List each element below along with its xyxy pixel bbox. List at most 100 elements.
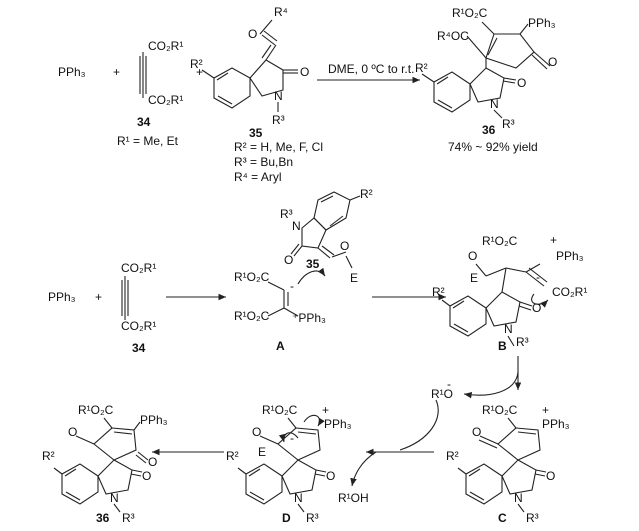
- spiro-product-36-final: R¹O₂C PPh₃ O O O R² N R³: [42, 403, 168, 525]
- r3-label: R³: [306, 511, 319, 525]
- r2-definition: R² = H, Me, F, Cl: [234, 140, 323, 154]
- alkyne-34-mechanism: CO₂R¹ CO₂R¹: [121, 261, 156, 333]
- ester-label: R¹O₂C: [482, 234, 518, 248]
- ester-label: R¹O₂C: [452, 6, 488, 20]
- alkoxide-label: R¹O: [431, 387, 453, 401]
- ester-label: CO₂R¹: [121, 319, 156, 333]
- ester-label: R¹O₂C: [482, 403, 518, 417]
- r2-label: R²: [360, 187, 373, 201]
- electron-flow-arrow: [303, 414, 325, 427]
- charge-minus: -: [290, 431, 294, 445]
- intermediate-label: C: [498, 511, 507, 525]
- plus-sign: +: [113, 65, 120, 79]
- r3-label: R³: [516, 335, 529, 349]
- pph3-label: PPh₃: [542, 417, 570, 431]
- yield-text: 74% ~ 92% yield: [448, 140, 538, 154]
- compound-number: 35: [306, 257, 320, 271]
- zwitterion-A: R¹O₂C - R¹O₂C ⁺PPh₃: [234, 270, 326, 325]
- ester-label: CO₂R¹: [148, 93, 183, 107]
- r3-label: R³: [272, 113, 285, 127]
- r4-label: R⁴: [274, 5, 288, 19]
- ester-label: R¹O₂C: [234, 309, 270, 323]
- oxygen-label: O: [548, 55, 557, 69]
- nitrogen-label: N: [514, 491, 523, 505]
- r2-label: R²: [42, 449, 55, 463]
- r2-label: R²: [226, 449, 239, 463]
- pph3-label: PPh₃: [556, 249, 584, 263]
- leaving-group-arrow: [463, 371, 519, 399]
- nitrogen-label: N: [274, 89, 283, 103]
- r3-label: R³: [122, 511, 135, 525]
- nitrogen-label: N: [292, 219, 301, 233]
- isatylidene-35-mechanism: R³ N O R² O E: [280, 187, 373, 285]
- adduct-B: R¹O₂C + PPh₃ O E - CO₂R¹ O R² N R³: [432, 233, 587, 349]
- intermediate-label: A: [276, 339, 285, 353]
- oxygen-label: O: [300, 65, 309, 79]
- intermediate-label: B: [498, 339, 507, 353]
- e-label: E: [258, 445, 266, 459]
- oxygen-label: O: [468, 249, 477, 263]
- ester-label: R¹O₂C: [262, 403, 298, 417]
- r1-definition: R¹ = Me, Et: [117, 134, 179, 148]
- protonation-arrow: [350, 451, 377, 487]
- pph3-label: PPh₃: [140, 413, 168, 427]
- ester-label: R¹O₂C: [234, 270, 270, 284]
- pph3-label: PPh₃: [48, 290, 76, 304]
- plus-sign: +: [196, 65, 203, 79]
- alkyne-34: CO₂R¹ CO₂R¹: [139, 39, 183, 107]
- charge-plus: +: [322, 403, 329, 417]
- oxygen-label: O: [517, 76, 526, 90]
- r2-label: R²: [446, 449, 459, 463]
- electron-flow-arrow: [278, 432, 299, 443]
- oxygen-label: O: [340, 239, 349, 253]
- pph3-label: PPh₃: [58, 65, 86, 79]
- pph3-label: PPh₃: [528, 16, 556, 30]
- ester-label: CO₂R¹: [552, 285, 587, 299]
- nitrogen-label: N: [110, 491, 119, 505]
- charge-plus: +: [550, 233, 557, 247]
- oxygen-label: O: [252, 425, 261, 439]
- isatylidene-35: R⁴ O O R² N R³: [190, 5, 309, 127]
- oxygen-label: O: [142, 469, 151, 483]
- ester-label: CO₂R¹: [148, 39, 183, 53]
- oxygen-label: O: [532, 301, 541, 315]
- compound-number: 35: [249, 126, 263, 140]
- r3-label: R³: [526, 511, 539, 525]
- base-arrow: [399, 399, 439, 451]
- plus-sign: +: [95, 290, 102, 304]
- oxygen-label: O: [148, 455, 157, 469]
- r2-label: R²: [432, 285, 445, 299]
- r3-definition: R³ = Bu,Bn: [234, 155, 293, 169]
- r2-label: R²: [415, 61, 428, 75]
- r3-label: R³: [502, 117, 515, 131]
- e-label: E: [350, 271, 358, 285]
- electron-flow-arrow: [297, 267, 326, 285]
- pph3-label: ⁺PPh₃: [292, 311, 326, 325]
- spiro-intermediate-C: R¹O₂C + PPh₃ O O R² N R³: [446, 403, 570, 525]
- nitrogen-label: N: [490, 97, 499, 111]
- alcohol-label: R¹OH: [338, 491, 369, 505]
- charge-minus: -: [536, 270, 540, 284]
- compound-number: 36: [482, 123, 496, 137]
- r2-label: R²: [190, 57, 203, 71]
- intermediate-label: D: [282, 511, 291, 525]
- compound-number: 34: [132, 341, 146, 355]
- compound-number: 34: [137, 115, 151, 129]
- ylide-intermediate-D: R¹O₂C + PPh₃ - O E O R² N R³: [226, 403, 352, 525]
- charge-minus: -: [447, 377, 451, 391]
- r4-definition: R⁴ = Aryl: [234, 170, 282, 184]
- r3-label: R³: [280, 207, 293, 221]
- electron-flow-arrow: [531, 293, 549, 308]
- charge-plus: +: [542, 403, 549, 417]
- ketone-label: R⁴OC: [437, 29, 469, 43]
- ester-label: CO₂R¹: [121, 261, 156, 275]
- oxygen-label: O: [248, 27, 257, 41]
- nitrogen-label: N: [504, 322, 513, 336]
- spiro-product-36: R¹O₂C PPh₃ R⁴OC O O R² N R³: [415, 6, 557, 131]
- nitrogen-label: N: [294, 491, 303, 505]
- pph3-label: PPh₃: [324, 417, 352, 431]
- oxygen-label: O: [472, 425, 481, 439]
- oxygen-label: O: [68, 425, 77, 439]
- ester-label: R¹O₂C: [78, 403, 114, 417]
